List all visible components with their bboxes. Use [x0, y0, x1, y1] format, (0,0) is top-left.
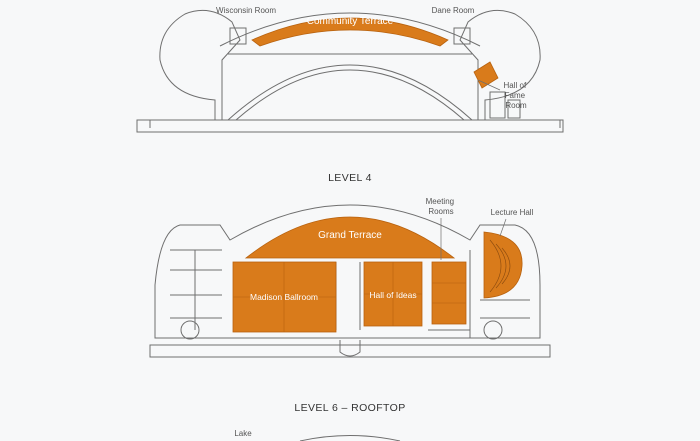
right-stair-core: [483, 320, 503, 340]
hall-of-fame-room-label: Hall of Fame Room: [504, 81, 529, 110]
right-wing-partitions: [469, 250, 530, 335]
floor-plan-level-4: [149, 204, 551, 358]
hall-of-fame-room-area: [473, 61, 499, 89]
arena-arch-inner-2: [235, 69, 465, 121]
left-stair-core: [180, 320, 200, 340]
lecture-hall-seating: [489, 239, 511, 293]
level-4-shell: [154, 204, 541, 339]
central-corridor: [335, 262, 361, 330]
lake-label: Lake: [234, 429, 252, 438]
hall-of-ideas-label: Hall of Ideas: [369, 290, 416, 300]
dane-room-label: Dane Room: [432, 6, 475, 15]
left-wing-partitions: [170, 249, 222, 319]
arena-arch-inner: [227, 64, 473, 121]
stair-core-right: [453, 27, 471, 45]
madison-ballroom-label: Madison Ballroom: [250, 292, 318, 302]
meeting-rooms-area: [431, 261, 467, 325]
level-6-heading: LEVEL 6 – ROOFTOP: [294, 402, 405, 414]
service-rooms: [489, 91, 521, 119]
lecture-hall-label: Lecture Hall: [491, 208, 534, 217]
lecture-hall-area: [483, 231, 523, 299]
outer-arch: [219, 12, 481, 47]
community-terrace-area: [251, 17, 449, 47]
entrance-stair: [339, 340, 361, 357]
wisconsin-room-label: Wisconsin Room: [216, 6, 276, 15]
level-4-heading: LEVEL 4: [328, 172, 372, 184]
floor-plan-upper: [136, 9, 564, 133]
plan-base-slab: [136, 119, 564, 133]
level-6-arch: [299, 435, 401, 441]
right-rotunda: [459, 9, 541, 120]
community-terrace-label: Community Terrace: [307, 16, 394, 27]
stair-core-left: [229, 27, 247, 45]
meeting-rooms-label: Meeting Rooms: [426, 197, 457, 216]
grand-terrace-label: Grand Terrace: [318, 230, 382, 241]
level-4-podium: [149, 344, 551, 358]
floor-plan-level-6: [299, 435, 401, 441]
grand-terrace-area: [244, 216, 456, 259]
left-rotunda: [159, 9, 241, 120]
